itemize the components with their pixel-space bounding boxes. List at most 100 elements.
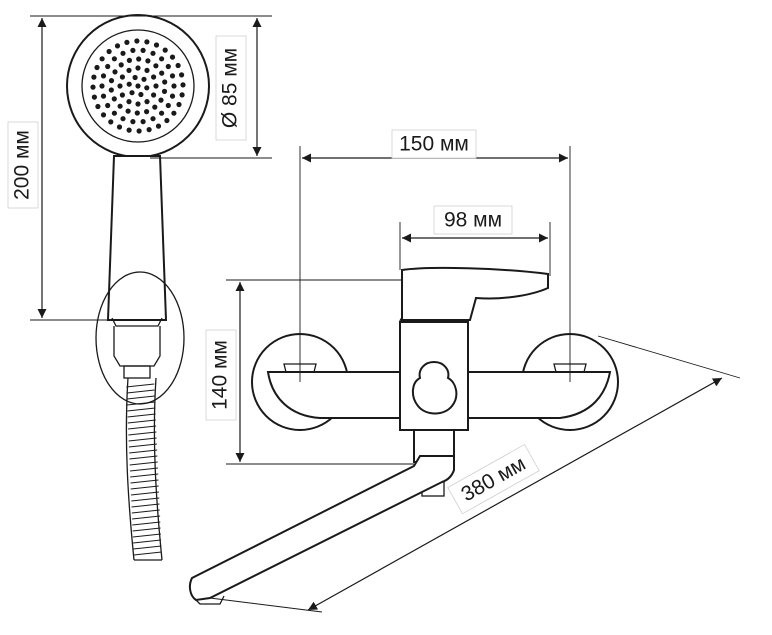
nozzle-dot — [134, 38, 140, 44]
label-98: 98 мм — [444, 209, 502, 232]
hose-segment — [128, 437, 157, 442]
hose-segment — [132, 527, 161, 532]
hose-segment — [133, 551, 162, 556]
nozzle-dot — [153, 42, 160, 48]
nozzle-dot — [105, 102, 111, 109]
nozzle-dot — [120, 116, 126, 122]
nozzle-dot — [162, 47, 168, 53]
hose-segment — [132, 515, 161, 520]
shower-head — [66, 14, 210, 327]
nozzle-dot — [94, 64, 100, 71]
nozzle-dot — [169, 73, 176, 79]
nozzle-dot — [118, 62, 124, 68]
nozzle-dot — [169, 54, 176, 60]
hose-segment — [132, 521, 161, 526]
nozzle-dot — [135, 101, 141, 107]
nozzle-dot — [155, 123, 162, 129]
nozzle-dot — [151, 74, 157, 80]
nozzle-dot — [153, 83, 159, 89]
nozzle-dot — [126, 57, 132, 64]
nozzle-dot — [140, 119, 146, 125]
dimension-150: 150 мм — [299, 129, 571, 382]
hose-segment — [131, 509, 160, 514]
hose-segment — [130, 491, 160, 496]
hose-segment — [128, 425, 157, 430]
nozzle-dot — [116, 124, 123, 130]
nozzle-dot — [111, 96, 117, 102]
nozzle-dot — [151, 92, 157, 98]
nozzle-dot — [99, 83, 105, 89]
nozzle-dot — [129, 90, 135, 96]
nozzle-dot — [175, 62, 181, 69]
nozzle-dot — [114, 43, 121, 49]
nozzle-dot — [126, 99, 132, 105]
nozzle-dot — [144, 99, 150, 105]
nozzle-dot — [108, 78, 115, 84]
hose-segment — [133, 539, 162, 544]
nozzle-dot — [153, 63, 159, 69]
nozzle-dot — [162, 79, 168, 85]
nozzle-dot — [145, 58, 151, 64]
nozzle-dot — [164, 117, 170, 124]
hose-segment — [128, 431, 157, 436]
nozzle-dot — [134, 110, 140, 116]
hose-segment — [129, 461, 158, 466]
hose-segment — [130, 479, 159, 484]
hose-segment — [130, 485, 159, 490]
label-85: Ø 85 мм — [219, 48, 242, 128]
nozzle-dot — [135, 65, 141, 71]
dimension-98: 98 мм — [399, 205, 551, 276]
hose-segment — [129, 449, 158, 454]
nozzle-dot — [120, 50, 126, 56]
hose-segment — [126, 383, 155, 388]
nozzle-dot — [159, 70, 165, 76]
nozzle-dot — [152, 104, 158, 110]
nozzle-dot — [150, 116, 156, 122]
nozzle-dot — [136, 56, 142, 62]
hose-segment — [131, 497, 160, 502]
nozzle-dot — [165, 63, 171, 70]
nozzle-dot — [124, 39, 130, 46]
nozzle-dot — [91, 94, 97, 100]
dimension-140: 140 мм — [205, 279, 414, 465]
hose-segment — [127, 419, 156, 424]
label-140: 140 мм — [209, 340, 232, 410]
nozzle-dot — [158, 97, 164, 103]
nozzle-dot — [99, 56, 105, 62]
nozzle-dot — [111, 110, 117, 116]
nozzle-dot — [140, 47, 146, 54]
nozzle-dot — [179, 92, 185, 98]
nozzle-dot — [100, 112, 107, 118]
nozzle-dot — [90, 84, 96, 90]
nozzle-dot — [144, 109, 150, 115]
nozzle-dot — [161, 88, 168, 94]
hose-segment — [127, 401, 156, 406]
nozzle-dot — [171, 110, 177, 116]
nozzle-dot — [105, 63, 111, 70]
faucet-body — [188, 266, 619, 605]
nozzle-dot — [119, 92, 125, 98]
nozzle-dot — [179, 72, 185, 78]
nozzle-dot — [180, 82, 186, 88]
nozzle-dot — [130, 119, 136, 125]
dimension-200: 200 мм — [7, 15, 272, 321]
nozzle-dot — [135, 83, 141, 89]
hose-segment — [129, 467, 159, 472]
hose-segment — [129, 455, 158, 460]
shower-hose — [125, 377, 163, 561]
hose-segment — [127, 407, 156, 412]
nozzle-dot — [91, 74, 97, 80]
nozzle-dot — [117, 103, 123, 109]
nozzle-dot — [125, 108, 131, 114]
hose-segment — [132, 533, 161, 538]
nozzle-dot — [108, 87, 114, 93]
dimension-85: Ø 85 мм — [150, 18, 272, 159]
hose-segment — [127, 413, 156, 418]
nozzle-dot — [111, 56, 117, 62]
nozzle-dot — [112, 69, 118, 75]
nozzle-dot — [169, 93, 176, 99]
nozzle-dot — [136, 128, 142, 134]
nozzle-dot — [159, 110, 165, 116]
